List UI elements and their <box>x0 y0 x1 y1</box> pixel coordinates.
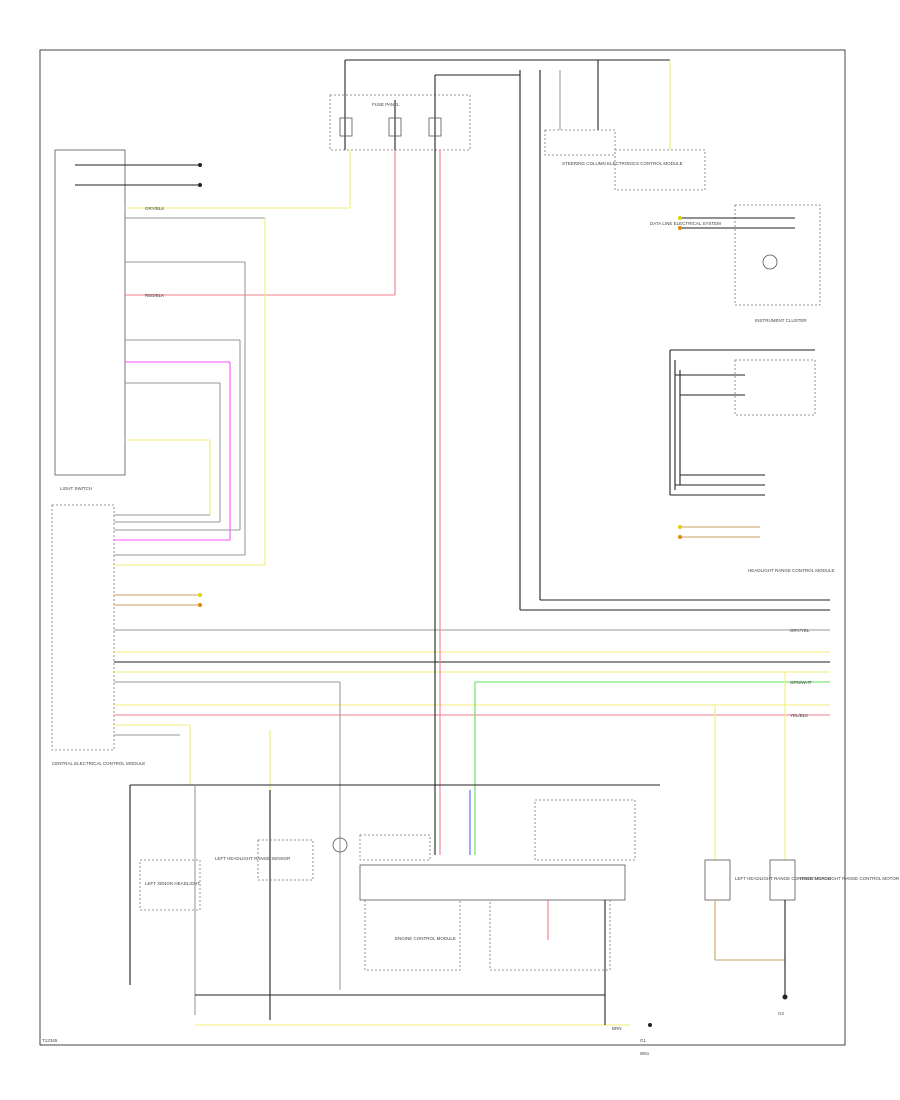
fuse-panel-label: FUSE PANEL <box>372 102 400 107</box>
steering-column-label: STEERING COLUMN ELECTRONICS CONTROL MODU… <box>562 161 683 166</box>
ecm-label: ENGINE CONTROL MODULE <box>395 936 456 941</box>
fuse-panel: FUSE PANEL <box>329 59 670 151</box>
footer-left: T12345 <box>42 1038 58 1043</box>
instrument-cluster-label: INSTRUMENT CLUSTER <box>755 318 807 323</box>
light-switch-label: LIGHT SWITCH <box>60 486 92 491</box>
light-switch-harness <box>209 218 266 565</box>
left-headlight-range-motor: LEFT XENON HEADLIGHT <box>129 785 200 1015</box>
cecm-label: CENTRAL ELECTRICAL CONTROL MODULE <box>52 761 145 766</box>
wire-label-w4: RED/BLK <box>145 293 164 298</box>
engine-control-module: ENGINE CONTROL MODULE <box>332 799 636 971</box>
left-motor-label: LEFT HEADLIGHT RANGE CONTROL MOTOR <box>735 876 832 881</box>
range-sensor-label: LEFT HEADLIGHT RANGE SENSOR <box>215 856 291 861</box>
ground-bus: BRN G1 <box>195 900 652 1043</box>
headlight-range-motors-right: LEFT HEADLIGHT RANGE CONTROL MOTOR RIGHT… <box>704 859 900 1016</box>
central-electrical-control-module: CENTRAL ELECTRICAL CONTROL MODULE GRY/YE… <box>51 504 830 766</box>
wire-label-w2: YEL/BLK <box>790 713 808 718</box>
ground-1-label: G1 <box>640 1038 647 1043</box>
headlight-range-control-module: HEADLIGHT RANGE CONTROL MODULE <box>669 349 835 573</box>
instrument-cluster: DATA LINE ELECTRICAL SYSTEM INSTRUMENT C… <box>650 204 821 323</box>
can-ref-2: HEADLIGHT RANGE CONTROL MODULE <box>748 568 835 573</box>
main-feeds <box>130 150 786 990</box>
wire-label-w6: GRN/WHT <box>790 680 812 685</box>
steering-column-module: STEERING COLUMN ELECTRONICS CONTROL MODU… <box>519 60 706 610</box>
left-headlight-range-sensor: LEFT HEADLIGHT RANGE SENSOR <box>215 790 314 1020</box>
right-motor-label: RIGHT HEADLIGHT RANGE CONTROL MOTOR <box>800 876 900 881</box>
footer-center: W51 <box>640 1051 650 1056</box>
wire-label-w7: BRN <box>612 1026 622 1031</box>
wire-label-w3: GRY/YEL <box>790 628 810 633</box>
can-ref-1: DATA LINE ELECTRICAL SYSTEM <box>650 221 721 226</box>
light-switch: LIGHT SWITCH GRY/BLK RED/BLK <box>54 149 396 491</box>
ground-2-label: G2 <box>778 1011 785 1016</box>
xenon-left-label: LEFT XENON HEADLIGHT <box>145 881 200 886</box>
wire-label-w1: GRY/BLK <box>145 206 164 211</box>
diagram-frame <box>39 49 846 1046</box>
